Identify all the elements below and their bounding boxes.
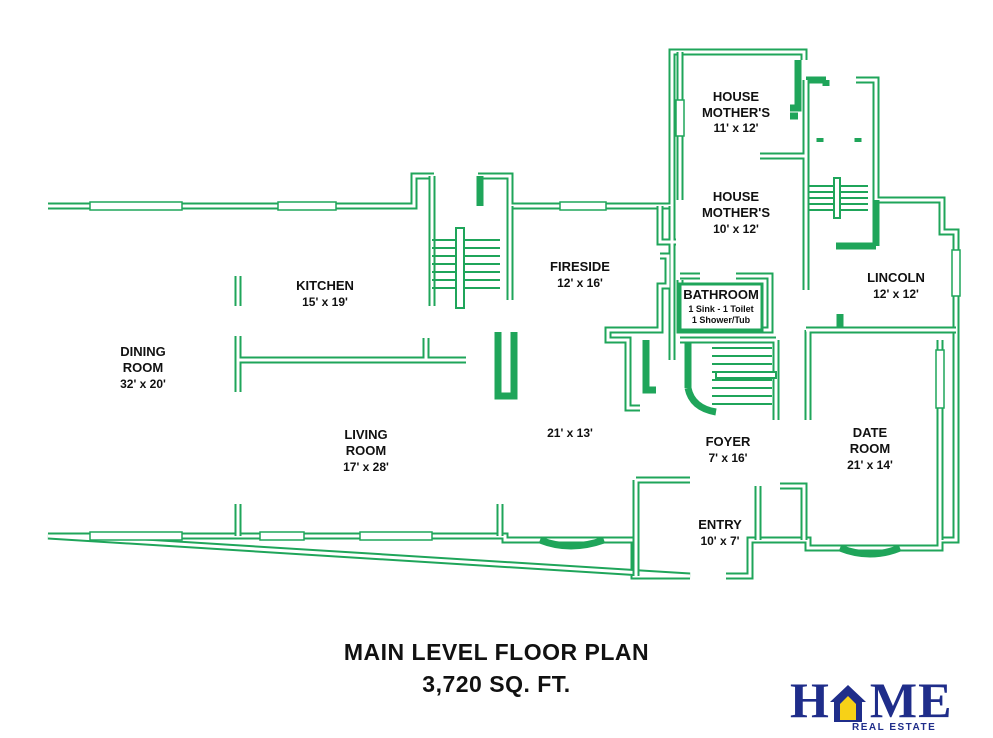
lincoln-dim: 12' x 12' bbox=[873, 287, 919, 301]
house-mother-2-name-line2: MOTHER'S bbox=[702, 205, 770, 220]
interior-walls bbox=[234, 52, 956, 576]
room-labels: HOUSE MOTHER'S 11' x 12' HOUSE MOTHER'S … bbox=[120, 89, 925, 548]
bathroom-note2: 1 Shower/Tub bbox=[692, 315, 751, 325]
window bbox=[89, 201, 183, 211]
window bbox=[89, 531, 183, 541]
plan-title: MAIN LEVEL FLOOR PLAN bbox=[343, 639, 650, 665]
staircases bbox=[432, 177, 868, 405]
kitchen-name: KITCHEN bbox=[296, 278, 354, 293]
kitchen-dim: 15' x 19' bbox=[302, 295, 348, 309]
bathroom-outline bbox=[678, 282, 764, 332]
house-icon bbox=[830, 685, 866, 722]
lincoln-name: LINCOLN bbox=[867, 270, 925, 285]
logo-tagline: REAL ESTATE bbox=[852, 722, 937, 733]
bathroom-note1: 1 Sink - 1 Toilet bbox=[688, 304, 753, 314]
house-mother-1-name-line2: MOTHER'S bbox=[702, 105, 770, 120]
dining-name-line2: ROOM bbox=[123, 360, 163, 375]
date-name-line1: DATE bbox=[853, 425, 888, 440]
window bbox=[951, 249, 961, 297]
living-name-line1: LIVING bbox=[344, 427, 387, 442]
logo-wordmark: H ME bbox=[790, 675, 970, 725]
house-mother-1-dim: 11' x 12' bbox=[713, 121, 758, 135]
house-mother-2-name-line1: HOUSE bbox=[713, 189, 760, 204]
window bbox=[675, 99, 685, 137]
dining-dim: 32' x 20' bbox=[120, 377, 166, 391]
house-mother-1-name-line1: HOUSE bbox=[713, 89, 760, 104]
hall-dim: 21' x 13' bbox=[547, 426, 593, 440]
window bbox=[259, 531, 305, 541]
fireside-dim: 12' x 16' bbox=[557, 276, 603, 290]
logo-me: ME bbox=[869, 672, 953, 728]
bay-window bbox=[538, 536, 606, 550]
date-name-line2: ROOM bbox=[850, 441, 890, 456]
walls bbox=[47, 48, 960, 580]
window bbox=[559, 201, 607, 211]
date-dim: 21' x 14' bbox=[847, 458, 893, 472]
foyer-dim: 7' x 16' bbox=[708, 451, 747, 465]
window bbox=[359, 531, 433, 541]
entry-dim: 10' x 7' bbox=[700, 534, 739, 548]
living-name-line2: ROOM bbox=[346, 443, 386, 458]
entry-name: ENTRY bbox=[698, 517, 742, 532]
fireside-name: FIRESIDE bbox=[550, 259, 610, 274]
upper-stairs bbox=[808, 177, 868, 219]
plan-area: 3,720 SQ. FT. bbox=[422, 671, 571, 697]
window bbox=[277, 201, 337, 211]
curved-wall bbox=[684, 387, 717, 416]
kitchen-stairs bbox=[432, 227, 500, 309]
foyer-name: FOYER bbox=[706, 434, 751, 449]
window bbox=[935, 349, 945, 409]
bay-window bbox=[838, 544, 902, 558]
outer-wall bbox=[47, 48, 960, 580]
bathroom-name: BATHROOM bbox=[683, 287, 759, 302]
logo-h: H bbox=[790, 672, 830, 728]
living-dim: 17' x 28' bbox=[343, 460, 389, 474]
dining-name-line1: DINING bbox=[120, 344, 166, 359]
home-real-estate-logo: H ME REAL ESTATE bbox=[790, 675, 970, 736]
foyer-stairs bbox=[712, 347, 777, 405]
plan-caption: MAIN LEVEL FLOOR PLAN 3,720 SQ. FT. bbox=[0, 636, 993, 700]
house-mother-2-dim: 10' x 12' bbox=[713, 222, 759, 236]
windows bbox=[89, 99, 961, 558]
